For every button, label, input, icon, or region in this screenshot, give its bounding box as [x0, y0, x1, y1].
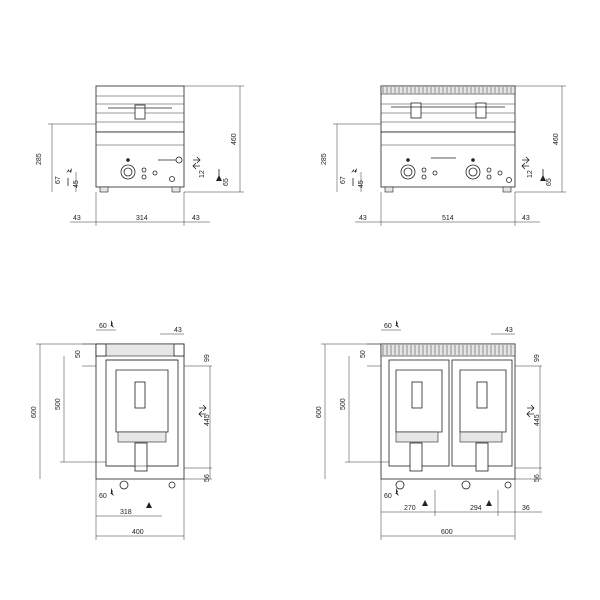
dim-h45: 45	[358, 180, 365, 188]
drain-icon-left	[422, 500, 428, 506]
dim-h445: 445	[204, 414, 211, 426]
fryer-top-outline	[380, 343, 516, 480]
rib-pattern	[382, 87, 512, 355]
dim-h445: 445	[534, 414, 541, 426]
dim-side-right: 43	[192, 215, 200, 222]
drain-icon-right	[486, 500, 492, 506]
gas-arrow-icon	[199, 404, 207, 412]
dim-width-400: 400	[132, 529, 144, 536]
dim-top-right: 43	[505, 327, 513, 334]
dim-width-inner: 314	[136, 215, 148, 222]
dim-bottom-60: 60	[384, 493, 392, 500]
dim-w36: 36	[522, 505, 530, 512]
dim-side-left: 43	[359, 215, 367, 222]
fryer-body	[95, 131, 185, 188]
dim-h56: 56	[534, 474, 541, 482]
dim-top-right: 43	[174, 327, 182, 334]
dim-h99: 99	[534, 354, 541, 362]
dim-total-height: 460	[553, 133, 560, 145]
dim-bottom-60: 60	[99, 493, 107, 500]
top-edge	[95, 343, 185, 357]
heating-element-right	[459, 431, 503, 443]
dim-top-left: 60	[99, 323, 107, 330]
electric-connection-icon	[66, 168, 72, 173]
top-edge-ribbed	[380, 343, 516, 357]
control-knob-icon	[120, 164, 136, 180]
dim-h99: 99	[204, 354, 211, 362]
gas-arrow-icon	[522, 156, 530, 164]
control-knob-left-icon	[400, 164, 416, 180]
dim-h50: 50	[360, 350, 367, 358]
gas-arrow-icon	[193, 156, 201, 164]
ribbed-top	[380, 85, 516, 95]
dim-depth-600: 600	[31, 406, 38, 418]
heating-element	[117, 431, 167, 443]
dim-width-600: 600	[441, 529, 453, 536]
top-view-single: 60 43 50 99 600 500 445 56 60 318 400	[31, 320, 212, 540]
dim-side-right: 43	[522, 215, 530, 222]
front-view-double: 514 43 43 285 67 45 460 12 65	[321, 85, 566, 226]
electric-connection-icon	[351, 168, 357, 173]
dim-depth-500: 500	[55, 398, 62, 410]
fryer-body	[380, 131, 516, 188]
heating-element-left	[395, 431, 439, 443]
dim-h67: 67	[55, 176, 62, 184]
dim-w294: 294	[470, 505, 482, 512]
front-view-single: 314 43 43 285 67 45 460 12 65	[36, 85, 244, 226]
basket-handle-right	[475, 102, 487, 119]
basket-handle	[134, 104, 146, 120]
basket-handle-left	[410, 102, 422, 119]
dim-height-285: 285	[321, 153, 328, 165]
control-knob-right-icon	[465, 164, 481, 180]
dim-h65: 65	[546, 178, 553, 186]
dim-h12: 12	[527, 170, 534, 178]
dim-depth-600: 600	[316, 406, 323, 418]
dim-w270: 270	[404, 505, 416, 512]
electric-connection-icon	[395, 320, 399, 328]
gas-arrow-icon	[527, 404, 535, 412]
electric-connection-icon	[110, 320, 114, 328]
frying-basket-right	[459, 369, 507, 433]
dim-total-height: 460	[231, 133, 238, 145]
top-view-double: 60 43 50 99 600 500 445 56 60 270 294	[316, 320, 542, 540]
dim-h65: 65	[223, 178, 230, 186]
drain-icon	[146, 502, 152, 508]
dim-side-left: 43	[73, 215, 81, 222]
frying-basket	[115, 369, 169, 433]
dim-top-left: 60	[384, 323, 392, 330]
dim-width-inner: 514	[442, 215, 454, 222]
frying-basket-left	[395, 369, 443, 433]
dim-h45: 45	[73, 180, 80, 188]
dim-height-285: 285	[36, 153, 43, 165]
dim-h56: 56	[204, 474, 211, 482]
dim-h50: 50	[75, 350, 82, 358]
dim-w318: 318	[120, 509, 132, 516]
dim-depth-500: 500	[340, 398, 347, 410]
dim-h67: 67	[340, 176, 347, 184]
dim-h12: 12	[199, 170, 206, 178]
